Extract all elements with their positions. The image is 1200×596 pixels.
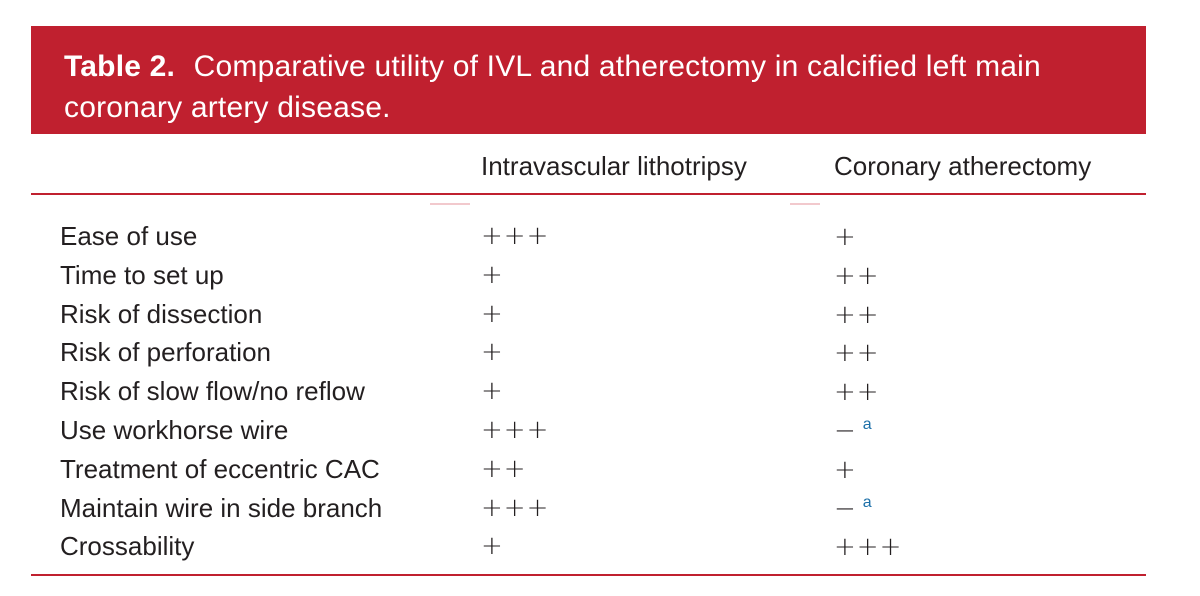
atherectomy-cell: + — [834, 451, 863, 488]
ivl-rating: +++ — [481, 492, 550, 523]
table-row: Time to set up + ++ — [0, 257, 1200, 296]
row-label: Ease of use — [60, 221, 198, 251]
ivl-rating: + — [481, 298, 504, 329]
table-row: Risk of slow flow/no reflow + ++ — [0, 373, 1200, 412]
atherectomy-rating: ++ — [834, 338, 880, 369]
row-label: Treatment of eccentric CAC — [60, 453, 380, 484]
ivl-rating: + — [481, 337, 504, 368]
ivl-rating: +++ — [481, 414, 550, 445]
column-header-atherectomy: Coronary atherectomy — [834, 151, 1092, 181]
atherectomy-cell: ++ — [834, 257, 886, 294]
ivl-rating: + — [481, 259, 504, 290]
table-row: Ease of use +++ + — [0, 218, 1200, 257]
table-row: Crossability + +++ — [0, 528, 1200, 567]
header-rule-segment — [430, 203, 470, 205]
atherectomy-rating: + — [834, 222, 857, 252]
table-title-banner: Table 2. Comparative utility of IVL and … — [31, 26, 1146, 134]
table-body: Ease of use +++ + Time to set up + ++ Ri… — [0, 218, 1200, 567]
atherectomy-cell: + — [834, 218, 863, 255]
row-label: Risk of slow flow/no reflow — [60, 376, 365, 407]
column-header-ivl: Intravascular lithotripsy — [481, 151, 747, 181]
header-rule-segment — [790, 203, 820, 205]
atherectomy-rating: − — [834, 493, 857, 524]
table-row: Maintain wire in side branch +++ −a — [0, 490, 1200, 529]
table-row: Risk of dissection + ++ — [0, 296, 1200, 335]
ivl-rating: +++ — [481, 221, 550, 251]
footnote-marker: a — [862, 493, 872, 511]
ivl-rating: + — [481, 531, 504, 562]
row-label: Crossability — [60, 531, 195, 562]
ivl-rating: ++ — [481, 453, 527, 484]
atherectomy-rating: ++ — [834, 377, 880, 408]
table-caption: Comparative utility of IVL and atherecto… — [64, 50, 1041, 124]
atherectomy-cell: −a — [834, 412, 872, 449]
atherectomy-rating: − — [834, 415, 857, 446]
table-row: Use workhorse wire +++ −a — [0, 412, 1200, 451]
atherectomy-cell: ++ — [834, 296, 886, 333]
table-label: Table 2. — [64, 50, 176, 83]
atherectomy-rating: + — [834, 454, 857, 485]
table-row: Risk of perforation + ++ — [0, 334, 1200, 373]
row-label: Risk of dissection — [60, 298, 263, 329]
row-label: Maintain wire in side branch — [60, 492, 383, 523]
row-label: Use workhorse wire — [60, 414, 289, 445]
table-row: Treatment of eccentric CAC ++ + — [0, 451, 1200, 490]
table-bottom-rule — [31, 574, 1146, 576]
atherectomy-rating: ++ — [834, 299, 880, 330]
atherectomy-cell: −a — [834, 490, 872, 527]
atherectomy-rating: ++ — [834, 260, 880, 291]
atherectomy-rating: +++ — [834, 532, 903, 563]
header-rule — [31, 193, 1146, 195]
row-label: Risk of perforation — [60, 337, 271, 368]
ivl-rating: + — [481, 376, 504, 407]
row-label: Time to set up — [60, 259, 224, 290]
atherectomy-cell: ++ — [834, 373, 886, 410]
footnote-marker: a — [862, 416, 872, 434]
atherectomy-cell: ++ — [834, 334, 886, 371]
atherectomy-cell: +++ — [834, 528, 908, 565]
